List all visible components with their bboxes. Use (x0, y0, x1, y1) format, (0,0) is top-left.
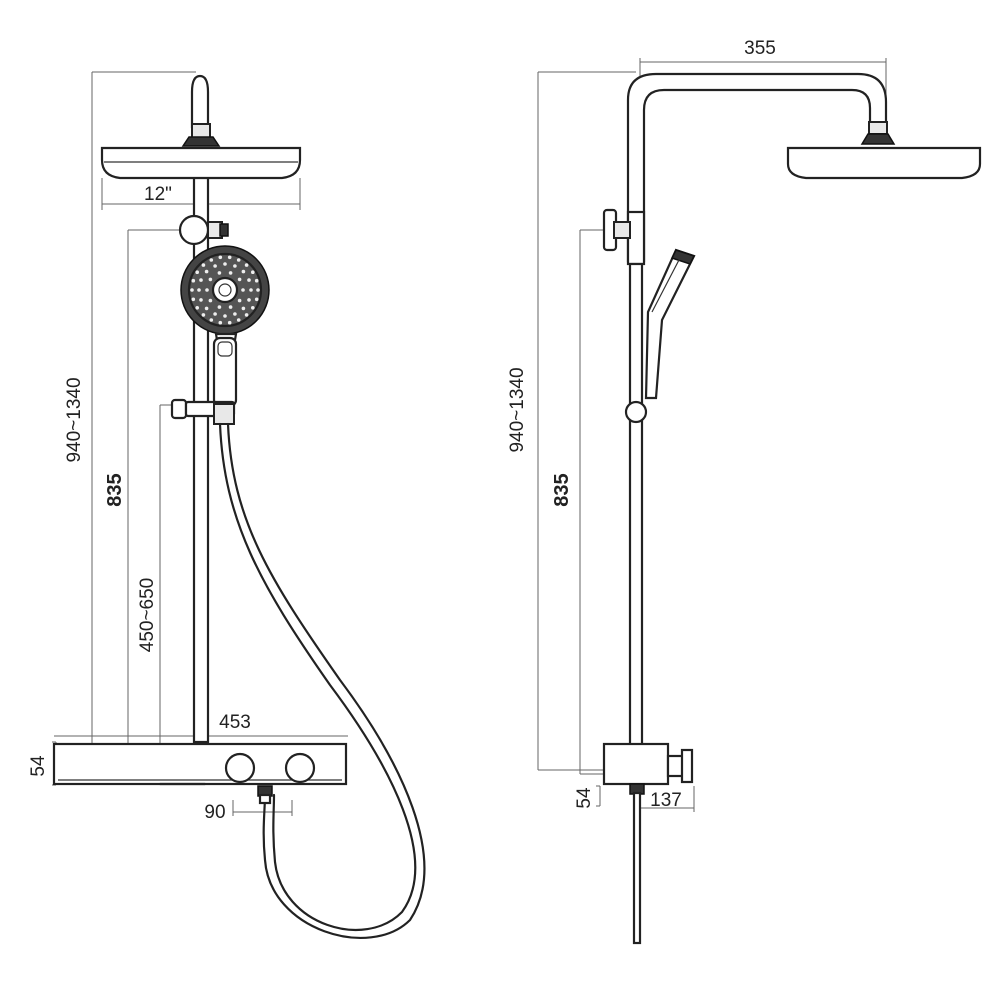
front-view: 940~1340 835 450~650 12" 453 54 90 (28, 71, 426, 940)
nozzle-dot (195, 306, 199, 310)
nozzle-dot (209, 258, 214, 262)
side-dimension-labels: 355 940~1340 835 54 137 (507, 38, 776, 811)
side-dim-bar-height: 835 (551, 473, 573, 506)
nozzle-dot (249, 288, 253, 292)
side-view: 355 940~1340 835 54 137 (507, 38, 982, 945)
front-dim-slide-range: 450~650 (137, 578, 158, 653)
front-thermostatic-shelf (52, 742, 348, 805)
front-upper-bracket (178, 214, 229, 246)
nozzle-dot (247, 278, 251, 282)
side-riser-arm (626, 72, 888, 748)
nozzle-dot (237, 277, 242, 282)
nozzle-dot (223, 314, 227, 318)
nozzle-dot (205, 288, 209, 292)
front-dimension-labels: 940~1340 835 450~650 12" 453 54 90 (28, 184, 251, 823)
side-valve-body (602, 742, 694, 945)
nozzle-dot (209, 318, 214, 322)
front-dim-shelf-height: 54 (28, 755, 49, 777)
side-diverter-knob (602, 208, 631, 252)
nozzle-dot (223, 262, 227, 266)
nozzle-dot (217, 271, 222, 275)
side-dimension-lines (537, 58, 887, 812)
nozzle-dot (241, 288, 245, 292)
side-dim-valve-depth: 137 (650, 790, 682, 811)
front-dim-shelf-width: 453 (219, 712, 251, 733)
front-dim-inlet-spacing: 90 (204, 802, 225, 823)
side-hand-shower (624, 248, 696, 424)
nozzle-dot (237, 298, 242, 303)
front-rain-shower-head (100, 123, 302, 180)
nozzle-dot (190, 288, 194, 292)
nozzle-dot (191, 278, 196, 283)
nozzle-dot (256, 288, 260, 292)
front-slide-holder (170, 398, 236, 425)
nozzle-dot (241, 306, 246, 311)
nozzle-dot (191, 297, 196, 302)
nozzle-dot (228, 271, 233, 275)
front-hand-shower-head (180, 245, 270, 408)
nozzle-dot (204, 269, 209, 274)
nozzle-dot (228, 305, 233, 309)
nozzle-dot (251, 270, 255, 275)
nozzle-dot (254, 297, 259, 302)
nozzle-dot (201, 263, 206, 267)
side-dim-total-height: 940~1340 (507, 367, 528, 452)
nozzle-dot (244, 313, 249, 317)
front-dim-total-height: 940~1340 (64, 377, 85, 462)
nozzle-dot (236, 318, 241, 322)
nozzle-dot (195, 270, 199, 275)
nozzle-dot (208, 277, 213, 282)
nozzle-dot (199, 278, 203, 282)
nozzle-dot (218, 320, 223, 325)
nozzle-dot (241, 269, 246, 274)
nozzle-dot (208, 298, 213, 303)
nozzle-dot (233, 312, 237, 316)
nozzle-dot (197, 288, 201, 292)
nozzle-dot (218, 255, 223, 260)
nozzle-dot (199, 298, 203, 302)
front-dim-bar-height: 835 (104, 473, 126, 506)
front-dim-head-size: 12" (144, 184, 172, 205)
nozzle-dot (236, 258, 241, 262)
nozzle-dot (213, 312, 217, 316)
nozzle-dot (213, 264, 217, 268)
nozzle-dot (227, 320, 232, 325)
side-dim-valve-height: 54 (574, 787, 595, 809)
nozzle-dot (251, 306, 255, 310)
side-rain-shower-head (786, 121, 982, 180)
nozzle-dot (201, 313, 206, 317)
front-shower-hose (218, 422, 426, 940)
nozzle-dot (244, 263, 249, 267)
nozzle-dot (233, 264, 237, 268)
side-dim-arm-reach: 355 (744, 38, 776, 59)
hand-shower-nozzle-ring (190, 255, 260, 325)
nozzle-dot (227, 255, 232, 260)
nozzle-dot (204, 306, 209, 311)
nozzle-dot (254, 278, 259, 283)
nozzle-dot (217, 305, 222, 309)
nozzle-dot (247, 298, 251, 302)
